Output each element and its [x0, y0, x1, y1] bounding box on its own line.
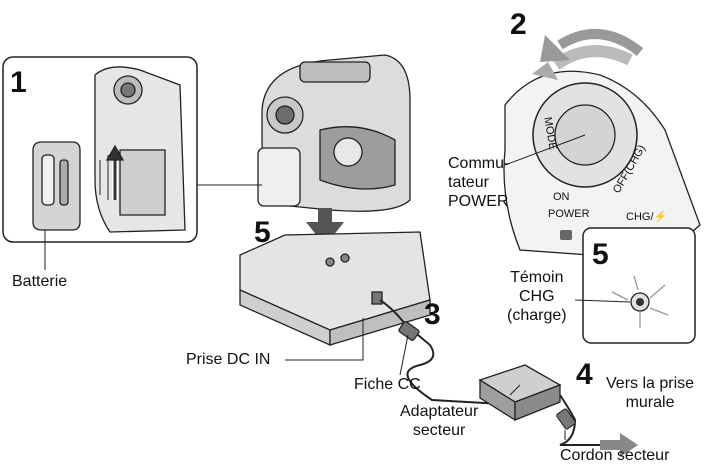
temoin-leader [574, 299, 631, 303]
camcorder [257, 54, 411, 212]
ac-adapter [478, 364, 562, 422]
temoin-line-2: CHG [519, 288, 555, 305]
cord-plug-icon [556, 408, 576, 430]
temoin-line-1: Témoin [510, 269, 564, 286]
temoin-line-3: (charge) [507, 307, 567, 324]
rotate-arrow-head [540, 35, 570, 62]
step-5-number: 5 [254, 216, 271, 249]
adaptateur-leader [509, 384, 521, 396]
battery-pack [32, 141, 81, 231]
commutateur-line-3: POWER [448, 193, 509, 210]
step-2-number: 2 [510, 8, 527, 41]
adaptateur-line-2: secteur [412, 422, 466, 439]
dc-plug [398, 321, 420, 341]
dial-power-label: POWER [548, 208, 590, 220]
commutateur-line-1: Commu- [448, 155, 510, 172]
prise-dc-in-label: Prise DC IN [186, 351, 271, 368]
adaptateur-line-1: Adaptateur [400, 403, 479, 420]
commutateur-label: Commu- tateur POWER [448, 154, 509, 211]
battery-insert-illustration [94, 66, 186, 233]
dial-chg-label: CHG/⚡ [626, 211, 668, 223]
cordon-label: Cordon secteur [560, 447, 670, 464]
fiche-cc-label: Fiche CC [354, 376, 421, 393]
dial-on-label: ON [553, 191, 570, 203]
step-5-chg-number: 5 [592, 238, 609, 271]
commutateur-line-2: tateur [448, 174, 489, 191]
prise-dc-leader [285, 318, 364, 361]
chg-lamp-icon [611, 275, 669, 328]
vers-prise-line-2: murale [625, 394, 675, 411]
fiche-cc-leader [399, 334, 409, 376]
vers-prise-line-1: Vers la prise [606, 375, 695, 392]
charging-station [239, 231, 431, 347]
rotate-arrow-icon [557, 29, 644, 56]
step-3-number: 3 [424, 298, 441, 331]
temoin-label: Témoin CHG (charge) [507, 268, 567, 325]
power-cord [559, 394, 600, 446]
wall-outlet-arrow-icon [600, 433, 638, 457]
vers-prise-label: Vers la prise murale [606, 374, 694, 412]
step-1-number: 1 [10, 66, 27, 99]
batterie-label: Batterie [12, 273, 68, 290]
step-4-number: 4 [576, 358, 593, 391]
commutateur-leader [504, 134, 586, 166]
panel-1-frame [2, 56, 198, 243]
adaptateur-label: Adaptateur secteur [400, 402, 478, 440]
